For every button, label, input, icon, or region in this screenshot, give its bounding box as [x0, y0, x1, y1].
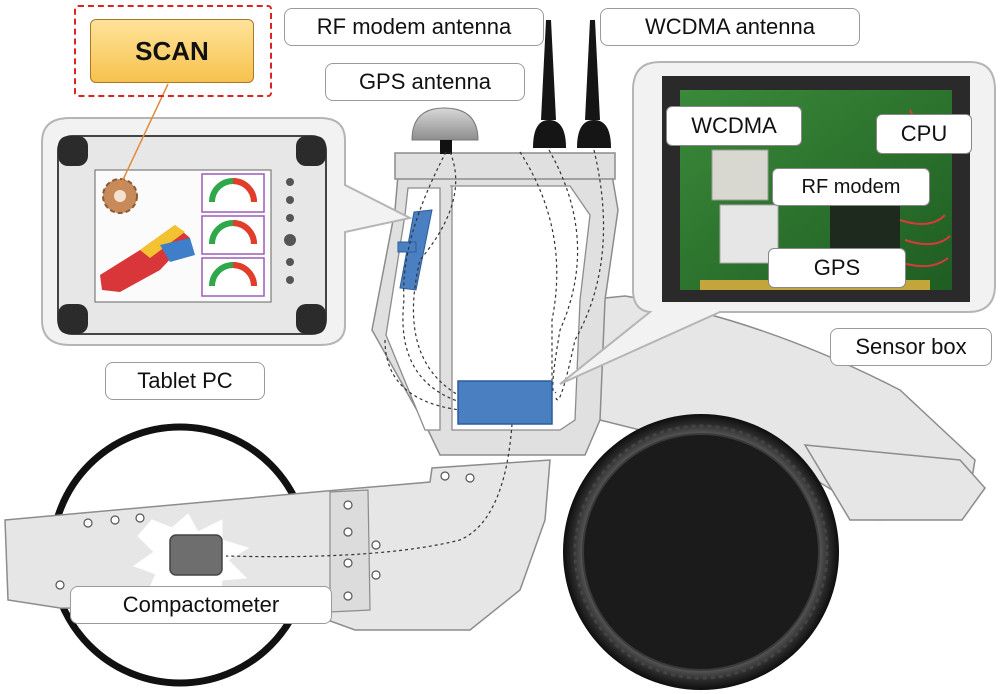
gps-antenna-label: GPS antenna	[325, 63, 525, 101]
wcdma-antenna-icon	[577, 20, 611, 148]
tablet-pc-label: Tablet PC	[105, 362, 265, 400]
wcdma-antenna-label: WCDMA antenna	[600, 8, 860, 46]
tablet-side-buttons	[284, 178, 296, 284]
sensor-part-rf-modem: RF modem	[772, 168, 930, 206]
sensor-box-label: Sensor box	[830, 328, 992, 366]
compactometer-sensor	[169, 534, 223, 576]
sensor-box-module	[457, 380, 553, 425]
rf-modem-antenna-label: RF modem antenna	[284, 8, 544, 46]
rf-modem-antenna-icon	[533, 20, 566, 148]
frame-rivets	[55, 471, 475, 601]
sensor-part-cpu: CPU	[876, 114, 972, 154]
sensor-part-wcdma: WCDMA	[666, 106, 802, 146]
scan-pointer	[119, 83, 169, 187]
scan-button[interactable]: SCAN	[90, 19, 254, 83]
rear-step	[803, 444, 986, 521]
tablet-gear-icon	[102, 178, 138, 214]
sensor-part-gps: GPS	[768, 248, 906, 288]
scan-highlight: SCAN	[74, 5, 272, 97]
cab-roof	[394, 152, 616, 180]
tablet-compaction-map	[100, 225, 195, 292]
compactometer-label: Compactometer	[70, 586, 332, 624]
frame-plate	[329, 489, 371, 613]
gps-antenna-dome	[411, 107, 479, 141]
cables	[225, 149, 605, 558]
tablet-gauges	[201, 173, 265, 297]
